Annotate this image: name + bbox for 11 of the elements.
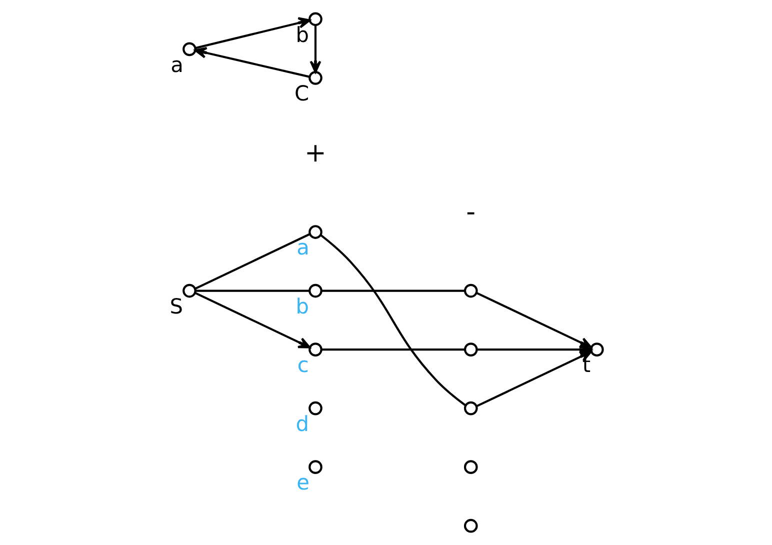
node-label: C (294, 82, 310, 106)
node-label: d (296, 412, 310, 436)
node-label: b (296, 294, 310, 318)
node-label: b (296, 22, 310, 47)
node-label: S (170, 294, 184, 318)
node-label: c (297, 353, 309, 378)
node-label: a (296, 236, 310, 260)
label: - (466, 197, 476, 228)
node-label: a (170, 52, 184, 77)
label: + (304, 138, 326, 168)
node-label: e (296, 470, 310, 495)
